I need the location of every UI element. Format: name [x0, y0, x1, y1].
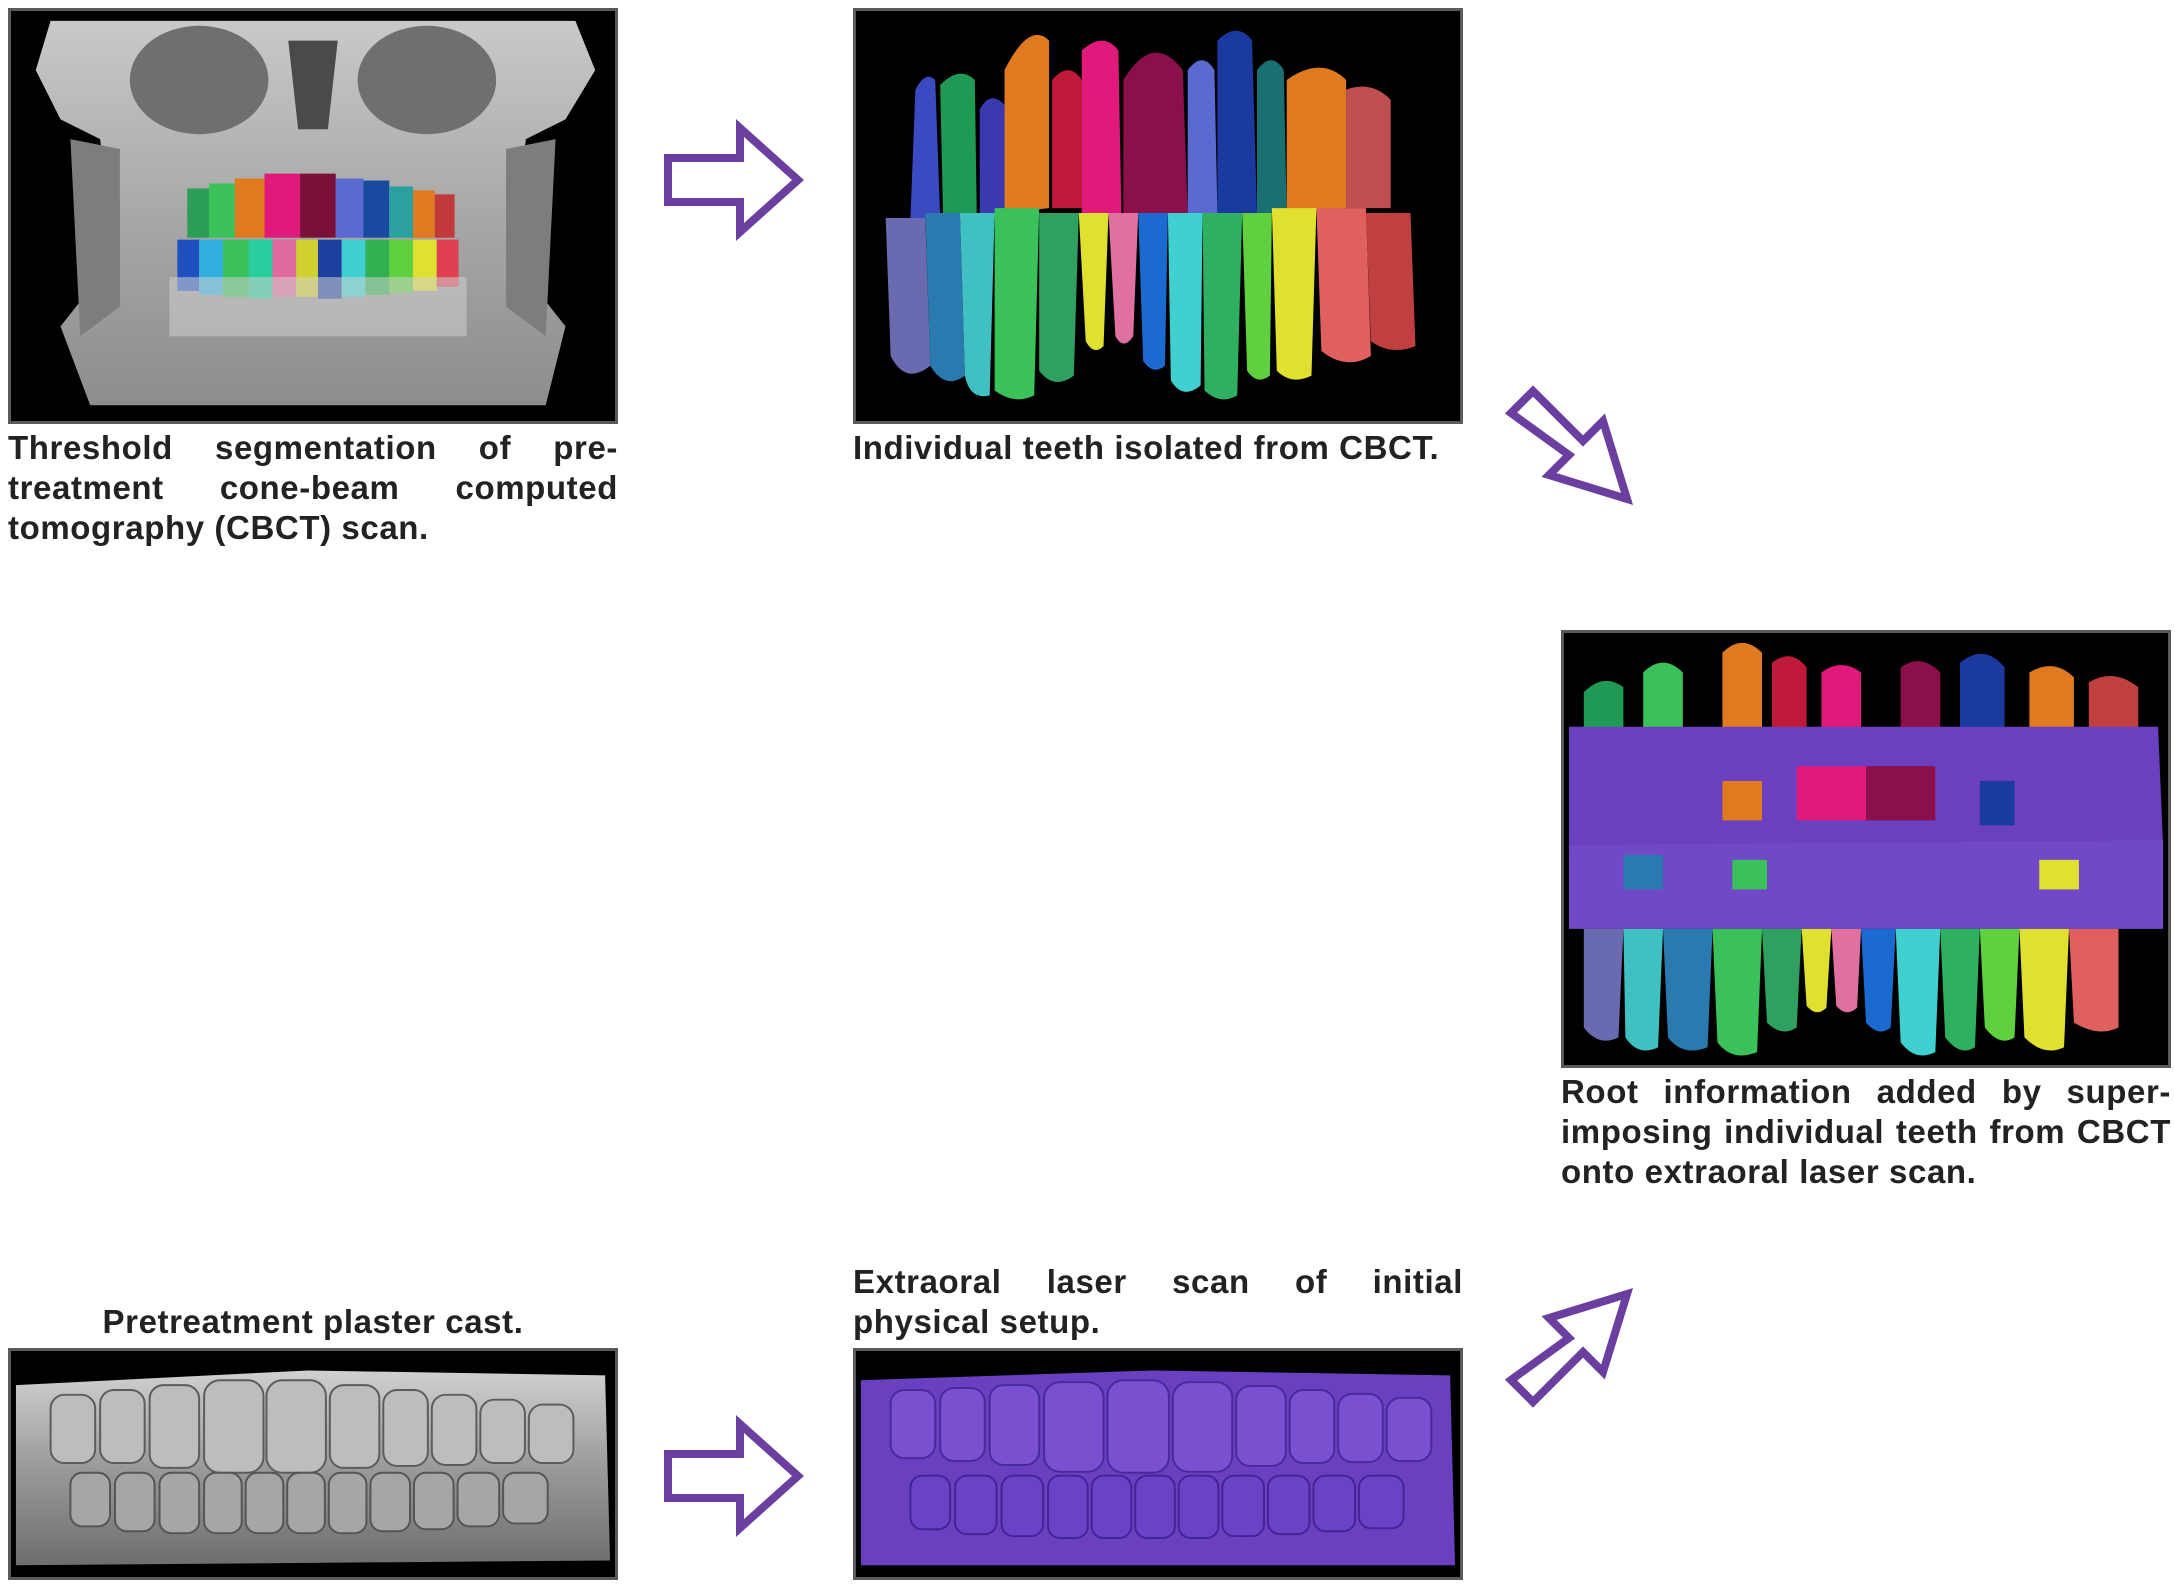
skull-scan-graphic	[35, 20, 596, 406]
superimposed-graphic	[1568, 642, 2164, 1056]
isolated-teeth-caption: Individual teeth isolated from CBCT.	[853, 429, 1440, 466]
cbct-threshold-image	[8, 8, 618, 424]
cbct-threshold-caption: Threshold segmentation of pre-treatment …	[8, 429, 618, 546]
laser-scan-graphic	[860, 1370, 1456, 1566]
up-right-arrow-icon	[1504, 1287, 1635, 1408]
right-arrow-icon	[664, 119, 804, 241]
laser-scan-image	[853, 1348, 1463, 1580]
plaster-cast-image	[8, 1348, 618, 1580]
isolated-teeth-image	[853, 8, 1463, 424]
plaster-cast-caption: Pretreatment plaster cast.	[102, 1303, 524, 1340]
superimposed-caption: Root information added by super-imposing…	[1561, 1073, 2171, 1190]
superimposed-image	[1561, 630, 2171, 1068]
plaster-cast-graphic	[15, 1370, 611, 1566]
isolated-teeth-graphic	[885, 30, 1416, 400]
right-arrow-icon	[664, 1415, 804, 1537]
laser-scan-caption: Extraoral laser scan of initial physical…	[853, 1263, 1463, 1340]
down-right-arrow-icon	[1504, 385, 1635, 506]
